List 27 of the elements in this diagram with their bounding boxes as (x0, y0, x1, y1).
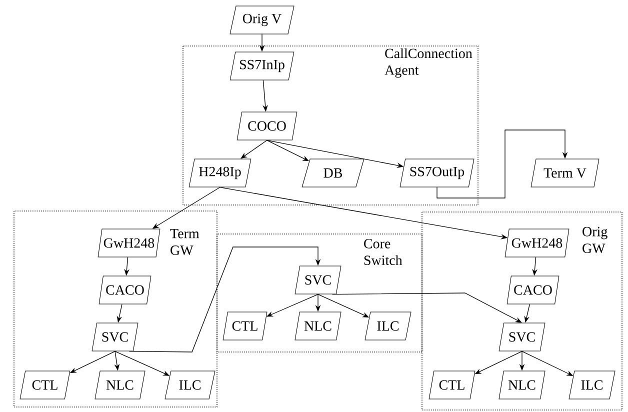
process-box: SS7OutIp (400, 158, 474, 188)
process-box: DB (302, 158, 364, 188)
process-box: COCO (236, 112, 298, 140)
process-box: CTL (428, 370, 476, 400)
process-box: Orig V (230, 6, 294, 34)
process-box: SS7InIp (230, 52, 294, 80)
process-box: GwH248 (98, 228, 160, 258)
process-box: CTL (222, 312, 268, 340)
arrow (436, 130, 568, 198)
process-box: SVC (498, 322, 546, 352)
process-box: NLC (94, 370, 146, 400)
process-box: Term V (530, 158, 600, 188)
arrow (240, 140, 268, 159)
arrow (128, 246, 321, 352)
process-box: H248Ip (188, 158, 252, 188)
process-box: GwH248 (504, 228, 570, 258)
process-box: ILC (364, 312, 412, 340)
process-box: CACO (506, 276, 560, 304)
process-box: ILC (568, 370, 616, 400)
process-box: ILC (164, 370, 216, 400)
process-box: CTL (20, 370, 70, 400)
process-box: SVC (294, 266, 342, 294)
process-box: NLC (294, 312, 342, 340)
process-box: NLC (498, 370, 546, 400)
process-box: SVC (92, 322, 138, 352)
process-box: CACO (98, 276, 152, 304)
arrow (332, 292, 522, 323)
